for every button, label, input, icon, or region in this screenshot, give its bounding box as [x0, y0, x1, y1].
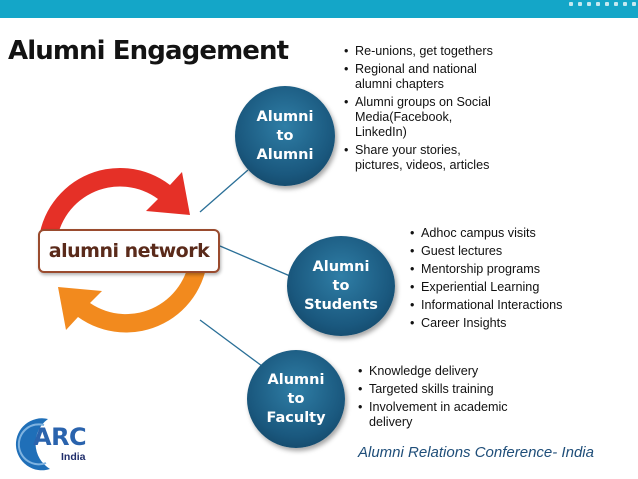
list-item: Informational Interactions [410, 298, 580, 313]
arc-logo-swoosh [15, 418, 50, 471]
list-item: Mentorship programs [410, 262, 580, 277]
top-accent-bar [0, 0, 638, 18]
top-bar-dots [569, 2, 636, 6]
bar-dot [605, 2, 609, 6]
alumni-to-faculty-list: Knowledge delivery Targeted skills train… [358, 364, 538, 433]
bar-dot [569, 2, 573, 6]
bar-dot [614, 2, 618, 6]
red-cycle-arrow [38, 167, 190, 250]
list-item: Involvement in academic delivery [358, 400, 538, 430]
list-item: Share your stories, pictures, videos, ar… [344, 143, 504, 173]
alumni-to-students-list: Adhoc campus visits Guest lectures Mento… [410, 226, 580, 334]
orange-cycle-arrow [58, 250, 209, 333]
bar-dot [587, 2, 591, 6]
arc-logo-country: India [61, 451, 86, 463]
bar-dot [596, 2, 600, 6]
list-item: Alumni groups on Social Media(Facebook, … [344, 95, 504, 140]
list-item: Regional and national alumni chapters [344, 62, 504, 92]
bubble-label: Alumni to Students [304, 258, 378, 313]
alumni-to-alumni-bubble: Alumni to Alumni [235, 86, 335, 186]
alumni-network-logo: alumni network [38, 229, 220, 273]
footer-caption: Alumni Relations Conference- India [358, 444, 594, 461]
connector-line-alumni [199, 169, 249, 213]
connector-line-students [219, 245, 291, 277]
list-item: Re-unions, get togethers [344, 44, 504, 59]
alumni-network-logo-text: alumni network [48, 240, 210, 262]
alumni-to-students-bubble: Alumni to Students [287, 236, 395, 336]
alumni-network-graphic [38, 167, 209, 333]
list-item: Guest lectures [410, 244, 580, 259]
arc-logo-text: ARC [33, 423, 87, 451]
bubble-label: Alumni to Alumni [256, 108, 314, 163]
list-item: Adhoc campus visits [410, 226, 580, 241]
bar-dot [632, 2, 636, 6]
alumni-to-alumni-list: Re-unions, get togethers Regional and na… [344, 44, 504, 176]
list-item: Targeted skills training [358, 382, 538, 397]
bubble-label: Alumni to Faculty [266, 371, 326, 426]
bar-dot [623, 2, 627, 6]
alumni-to-faculty-bubble: Alumni to Faculty [247, 350, 345, 448]
list-item: Experiential Learning [410, 280, 580, 295]
connector-line-faculty [199, 319, 263, 367]
list-item: Career Insights [410, 316, 580, 331]
bar-dot [578, 2, 582, 6]
slide-title: Alumni Engagement [8, 36, 289, 66]
list-item: Knowledge delivery [358, 364, 538, 379]
